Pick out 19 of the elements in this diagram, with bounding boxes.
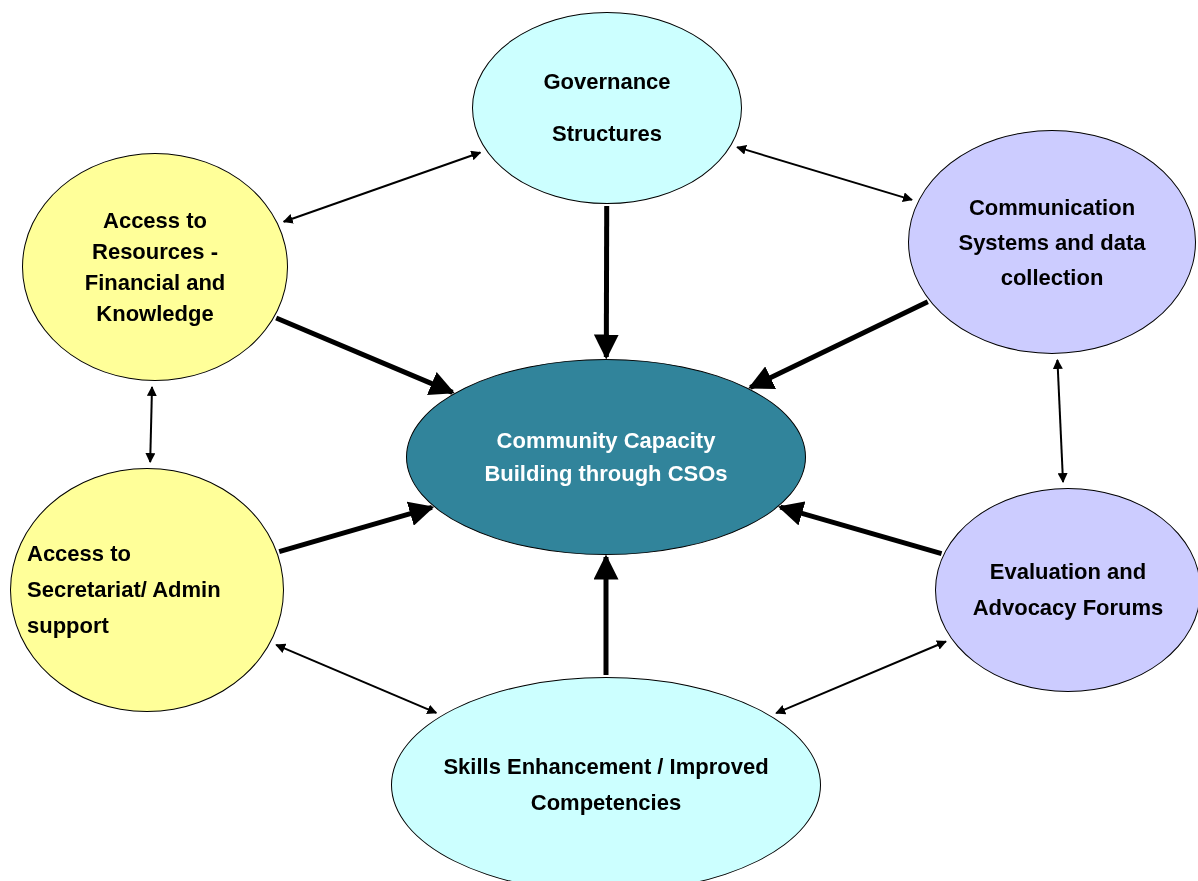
arrow — [593, 206, 619, 360]
node-label: Community Capacity Building through CSOs — [483, 427, 729, 488]
node-label: Evaluation and Advocacy Forums — [971, 558, 1165, 622]
arrow — [593, 554, 619, 675]
node-label: Governance Structures — [542, 68, 672, 148]
arrow — [278, 501, 435, 555]
arrow — [145, 385, 157, 464]
node-label: Communication Systems and data collection — [957, 193, 1147, 292]
arrow — [282, 150, 482, 224]
arrow — [275, 643, 438, 714]
arrow — [775, 640, 947, 715]
arrow — [275, 315, 455, 396]
arrow — [1052, 358, 1068, 484]
node-label: Access to Secretariat/ Admin support — [27, 540, 222, 640]
arrow — [736, 144, 913, 203]
node-label: Access to Resources - Financial and Knowledge — [83, 207, 227, 328]
arrow — [748, 299, 929, 390]
arrow — [777, 501, 943, 556]
node-label: Skills Enhancement / Improved Competencies — [442, 753, 770, 817]
